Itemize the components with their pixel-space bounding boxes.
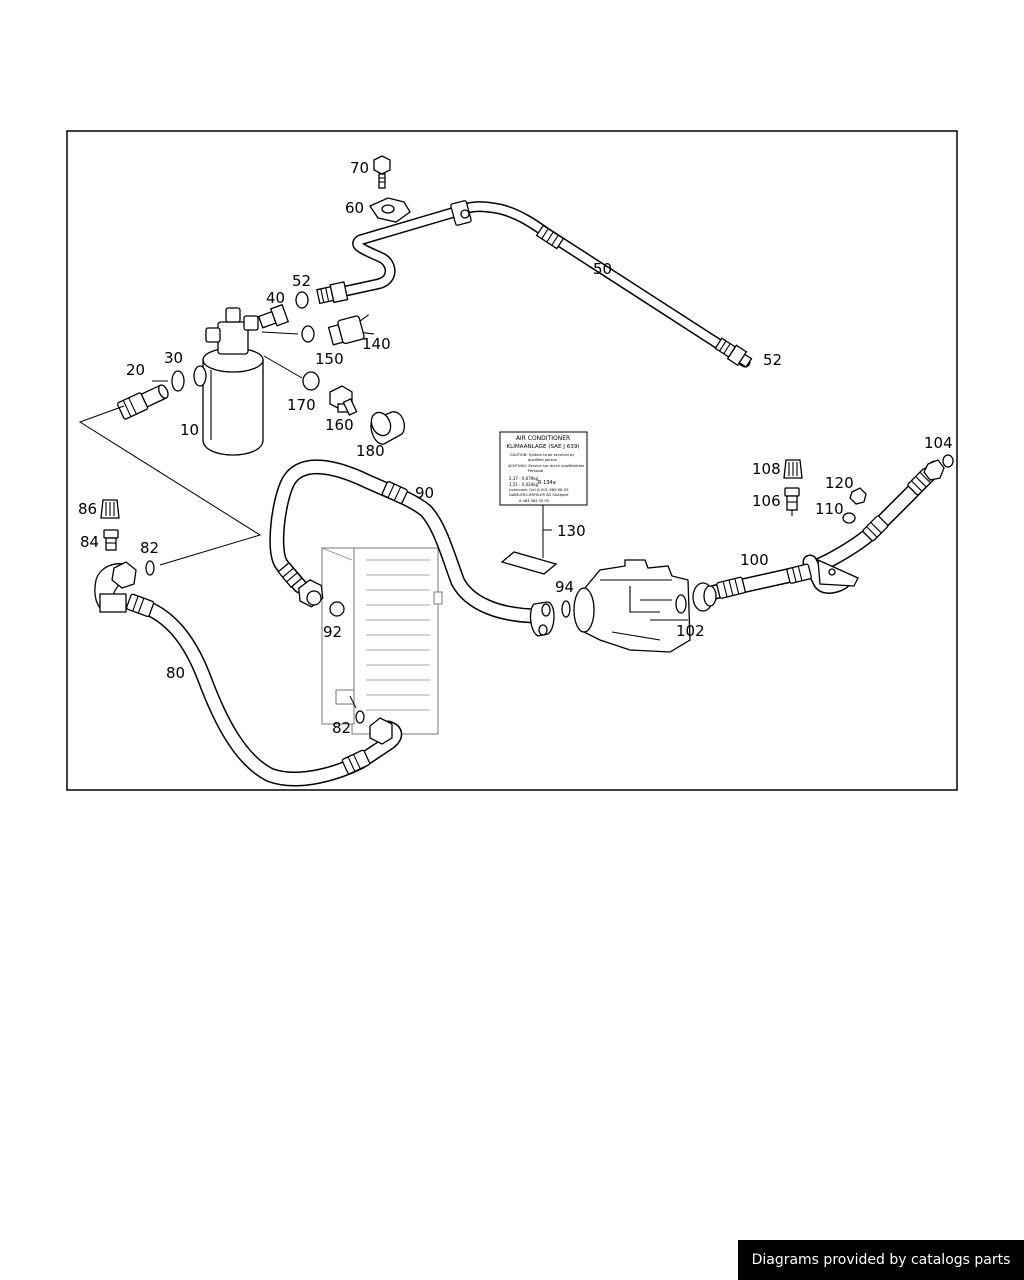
cap-180 bbox=[370, 411, 406, 445]
svg-text:KLIMAANLAGE (SAE J 639): KLIMAANLAGE (SAE J 639) bbox=[506, 444, 579, 450]
label-30: 30 bbox=[164, 349, 183, 367]
nut-120 bbox=[849, 487, 867, 505]
pipe-50 bbox=[316, 200, 753, 368]
compressor bbox=[573, 559, 691, 653]
washer-110 bbox=[842, 512, 856, 524]
label-60: 60 bbox=[345, 199, 364, 217]
label-70: 70 bbox=[350, 159, 369, 177]
condenser-ghost bbox=[321, 547, 443, 735]
svg-text:A 001 989 08 03: A 001 989 08 03 bbox=[537, 487, 569, 492]
label-120: 120 bbox=[825, 474, 854, 492]
svg-text:CAUTION: System to be serviced: CAUTION: System to be serviced by bbox=[510, 453, 575, 457]
label-20: 20 bbox=[126, 361, 145, 379]
ring-150 bbox=[301, 325, 315, 343]
svg-text:Lubricant: Oel: Lubricant: Oel bbox=[509, 487, 536, 492]
svg-text:AIR CONDITIONER: AIR CONDITIONER bbox=[516, 435, 570, 442]
fitting-20 bbox=[116, 384, 169, 420]
switch-140 bbox=[327, 314, 374, 346]
label-84: 84 bbox=[80, 533, 99, 551]
ring-102 bbox=[675, 594, 687, 614]
label-106: 106 bbox=[752, 492, 781, 510]
svg-text:A 463 584 05 95: A 463 584 05 95 bbox=[519, 499, 549, 503]
label-180: 180 bbox=[356, 442, 385, 460]
svg-text:1,51 - 0,024kg: 1,51 - 0,024kg bbox=[509, 482, 539, 487]
hose-100 bbox=[692, 459, 945, 612]
label-90: 90 bbox=[415, 484, 434, 502]
bolt-70 bbox=[373, 155, 391, 189]
label-130: 130 bbox=[557, 522, 586, 540]
label-52-right: 52 bbox=[763, 351, 782, 369]
valve-84 bbox=[103, 529, 119, 551]
svg-text:R 134a: R 134a bbox=[538, 480, 556, 486]
label-160: 160 bbox=[325, 416, 354, 434]
ring-170 bbox=[302, 371, 320, 391]
label-94: 94 bbox=[555, 578, 574, 596]
label-86: 86 bbox=[78, 500, 97, 518]
dryer-10 bbox=[193, 307, 264, 456]
label-100: 100 bbox=[740, 551, 769, 569]
footer-credit: Diagrams provided by catalogs parts bbox=[738, 1240, 1024, 1280]
hose-80 bbox=[94, 561, 403, 787]
label-40: 40 bbox=[266, 289, 285, 307]
label-102: 102 bbox=[676, 622, 705, 640]
label-80: 80 bbox=[166, 664, 185, 682]
sticker-130-placement bbox=[500, 551, 558, 575]
ring-82-lower bbox=[355, 710, 365, 724]
ring-30 bbox=[171, 370, 185, 392]
svg-text:DAIMLER-CHRYSLER AG Stuttgart: DAIMLER-CHRYSLER AG Stuttgart bbox=[509, 493, 569, 497]
label-82-lower: 82 bbox=[332, 719, 351, 737]
label-170: 170 bbox=[287, 396, 316, 414]
label-150: 150 bbox=[315, 350, 344, 368]
svg-text:ACHTUNG: Service nur durch qua: ACHTUNG: Service nur durch qualifizierte… bbox=[508, 464, 584, 468]
hose-90 bbox=[269, 459, 555, 637]
svg-text:qualified person: qualified person bbox=[528, 458, 557, 462]
clamp-60 bbox=[369, 197, 411, 223]
valve-106 bbox=[784, 487, 800, 516]
sticker-130: AIR CONDITIONER KLIMAANLAGE (SAE J 639) … bbox=[499, 431, 588, 506]
label-110: 110 bbox=[815, 500, 844, 518]
ring-92 bbox=[329, 601, 345, 617]
ring-104 bbox=[942, 454, 954, 468]
diagram-frame bbox=[66, 130, 958, 791]
svg-text:2,37 - 0,079kg: 2,37 - 0,079kg bbox=[509, 476, 539, 481]
label-104: 104 bbox=[924, 434, 953, 452]
ring-82-upper bbox=[145, 560, 155, 576]
switch-160 bbox=[329, 385, 358, 416]
svg-text:Personal: Personal bbox=[528, 469, 543, 473]
ring-94 bbox=[561, 600, 571, 618]
cap-86 bbox=[100, 499, 120, 519]
label-50: 50 bbox=[593, 260, 612, 278]
label-82-upper: 82 bbox=[140, 539, 159, 557]
label-108: 108 bbox=[752, 460, 781, 478]
ring-52-upper bbox=[295, 291, 309, 309]
label-52-upper: 52 bbox=[292, 272, 311, 290]
label-140: 140 bbox=[362, 335, 391, 353]
cap-108 bbox=[783, 459, 803, 479]
fitting-40 bbox=[257, 303, 290, 329]
label-10: 10 bbox=[180, 421, 199, 439]
label-92: 92 bbox=[323, 623, 342, 641]
